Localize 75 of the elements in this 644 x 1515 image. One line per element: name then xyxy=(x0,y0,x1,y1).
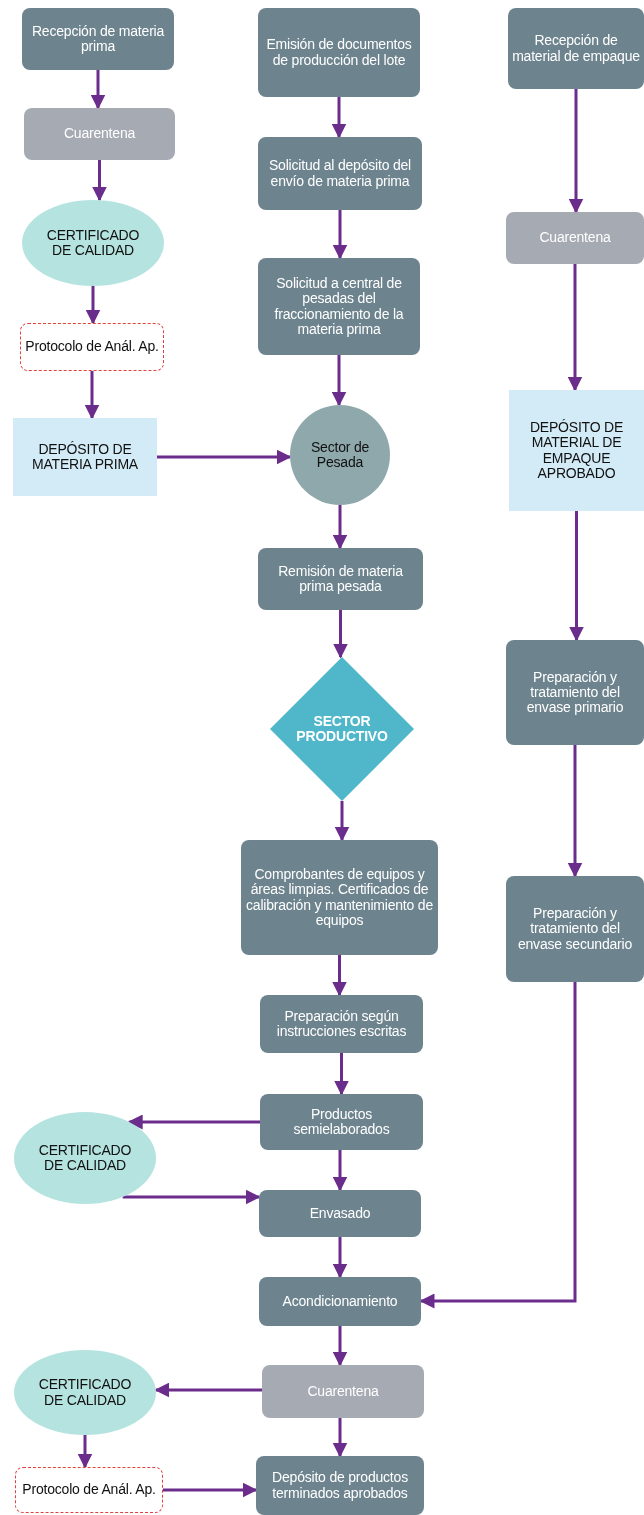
arrow xyxy=(567,745,583,878)
storage-box xyxy=(13,418,157,496)
process-box xyxy=(241,840,438,955)
arrow xyxy=(332,1326,348,1367)
arrow xyxy=(332,1150,348,1192)
node-label: DEPÓSITO DE MATERIA PRIMA xyxy=(30,441,139,473)
protocol-box xyxy=(20,323,164,371)
arrow xyxy=(163,1482,258,1498)
node-label: Recepción de material de empaque xyxy=(512,33,640,64)
arrow xyxy=(331,355,347,407)
process-box xyxy=(506,640,644,745)
arrow xyxy=(127,1114,260,1130)
arrow xyxy=(84,371,100,420)
node-label: Cuarentena xyxy=(63,126,136,142)
node-label: Depósito de productos terminados aprobados xyxy=(271,1470,409,1501)
node-label: Protocolo de Anál. Ap. xyxy=(25,339,159,355)
node-label: Sector de Pesada xyxy=(309,439,371,471)
arrow xyxy=(77,1435,93,1469)
node-label: Preparación y tratamiento del envase secundario xyxy=(516,906,634,952)
node-label: CERTIFICADO DE CALIDAD xyxy=(45,227,141,259)
arrow xyxy=(568,89,584,214)
arrow xyxy=(419,982,577,1309)
node-label: CERTIFICADO DE CALIDAD xyxy=(37,1377,133,1408)
process-box xyxy=(506,876,644,982)
node-label: Protocolo de Anál. Ap. xyxy=(22,1482,156,1498)
arrow xyxy=(157,449,292,465)
arrow xyxy=(92,160,107,202)
node-label: Cuarentena xyxy=(307,1383,379,1400)
process-box xyxy=(508,8,644,89)
node-label: Cuarentena xyxy=(539,230,611,246)
storage-box xyxy=(509,390,644,511)
quarantine-box xyxy=(262,1365,424,1418)
node-label: Solicitud a central de pesadas del fraccionamiento de la materia prima xyxy=(273,276,405,337)
arrow xyxy=(122,1189,261,1205)
process-box xyxy=(260,995,423,1053)
arrow xyxy=(90,70,106,110)
arrow xyxy=(331,97,347,139)
process-box xyxy=(22,8,174,70)
process-box xyxy=(256,1456,424,1515)
arrow xyxy=(567,264,583,392)
arrow xyxy=(332,1237,348,1279)
node-label: SECTOR PRODUCTIVO xyxy=(296,713,388,745)
quarantine-box xyxy=(506,212,644,264)
arrow xyxy=(85,286,101,325)
arrow xyxy=(332,1418,348,1458)
protocol-box xyxy=(15,1467,163,1513)
arrow xyxy=(569,511,584,642)
node-label: Preparación según instrucciones escritas xyxy=(275,1008,408,1040)
node-label: Envasado xyxy=(309,1205,371,1222)
process-box xyxy=(259,1277,421,1326)
process-box xyxy=(260,1094,423,1150)
node-label: Preparación y tratamiento del envase primario xyxy=(525,669,625,716)
node-label: DEPÓSITO DE MATERIAL DE EMPAQUE APROBADO xyxy=(528,420,625,481)
node-label: Emisión de documentos de producción del lote xyxy=(265,37,413,68)
arrow xyxy=(332,210,348,260)
process-box xyxy=(259,1190,421,1237)
arrow xyxy=(334,801,350,842)
node-label: Remisión de materia prima pesada xyxy=(277,563,404,595)
node-label: Solicitud al depósito del envío de materia prima xyxy=(267,158,413,189)
process-box xyxy=(258,548,423,610)
arrow xyxy=(332,505,348,550)
arrow xyxy=(334,1053,349,1096)
arrow xyxy=(332,955,347,997)
node-label: Productos semielaborados xyxy=(292,1106,391,1138)
decision-diamond xyxy=(270,657,414,801)
process-box xyxy=(258,8,420,97)
process-box xyxy=(258,258,420,355)
quarantine-box xyxy=(24,108,175,160)
arrow xyxy=(154,1382,262,1398)
process-box xyxy=(258,137,422,210)
arrow xyxy=(333,610,348,659)
node-label: CERTIFICADO DE CALIDAD xyxy=(37,1142,133,1174)
node-label: Recepción de materia prima xyxy=(30,23,166,55)
node-label: Comprobantes de equipos y áreas limpias. Certificados de calibración y mantenimiento de equipos xyxy=(245,867,434,928)
node-label: Acondicionamiento xyxy=(282,1293,398,1310)
